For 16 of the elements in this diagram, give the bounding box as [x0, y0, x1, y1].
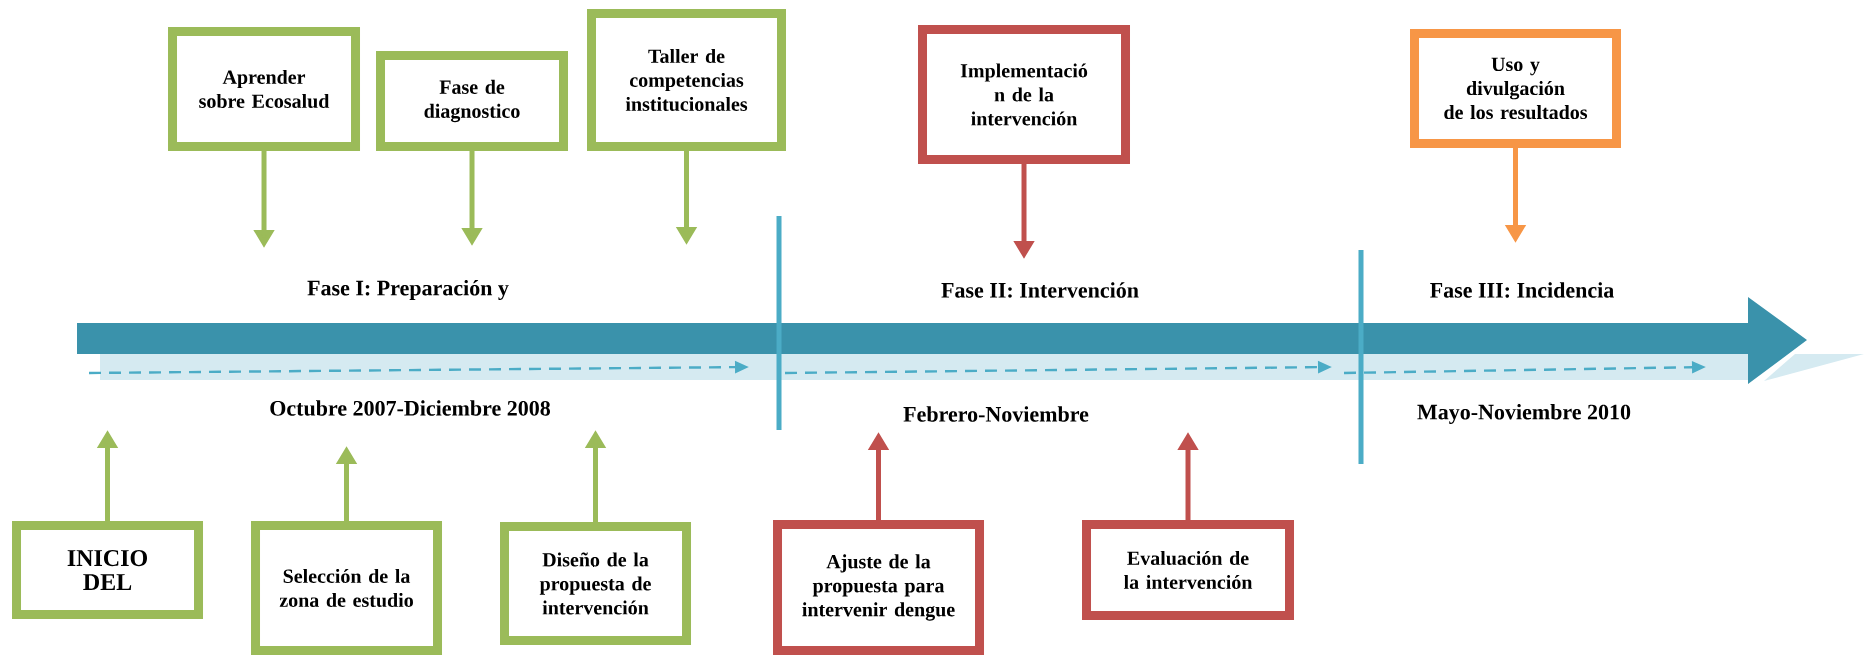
- process-box: Fase de diagnostico: [376, 51, 568, 151]
- phase-label: Octubre 2007-Diciembre 2008: [270, 400, 550, 416]
- phase-label: Fase I: Preparación y: [307, 280, 509, 300]
- process-box: Ajuste de la propuesta para intervenir dengue: [773, 520, 984, 655]
- process-box: Taller de competencias institucionales: [587, 9, 786, 151]
- process-box: Diseño de la propuesta de intervención: [500, 522, 691, 645]
- phase-label: Mayo-Noviembre 2010: [1417, 404, 1631, 424]
- phase-label: Fase III: Incidencia: [1430, 282, 1614, 298]
- process-box: INICIO DEL: [12, 521, 203, 619]
- process-box: Implementació n de la intervención: [918, 25, 1130, 164]
- process-box: Selección de la zona de estudio: [251, 521, 442, 655]
- phase-label: Febrero-Noviembre: [903, 406, 1089, 422]
- process-box: Aprender sobre Ecosalud: [168, 27, 360, 151]
- phase-label: Fase II: Intervención: [941, 282, 1139, 298]
- process-box: Evaluación de la intervención: [1082, 520, 1294, 620]
- process-box: Uso y divulgación de los resultados: [1410, 29, 1621, 148]
